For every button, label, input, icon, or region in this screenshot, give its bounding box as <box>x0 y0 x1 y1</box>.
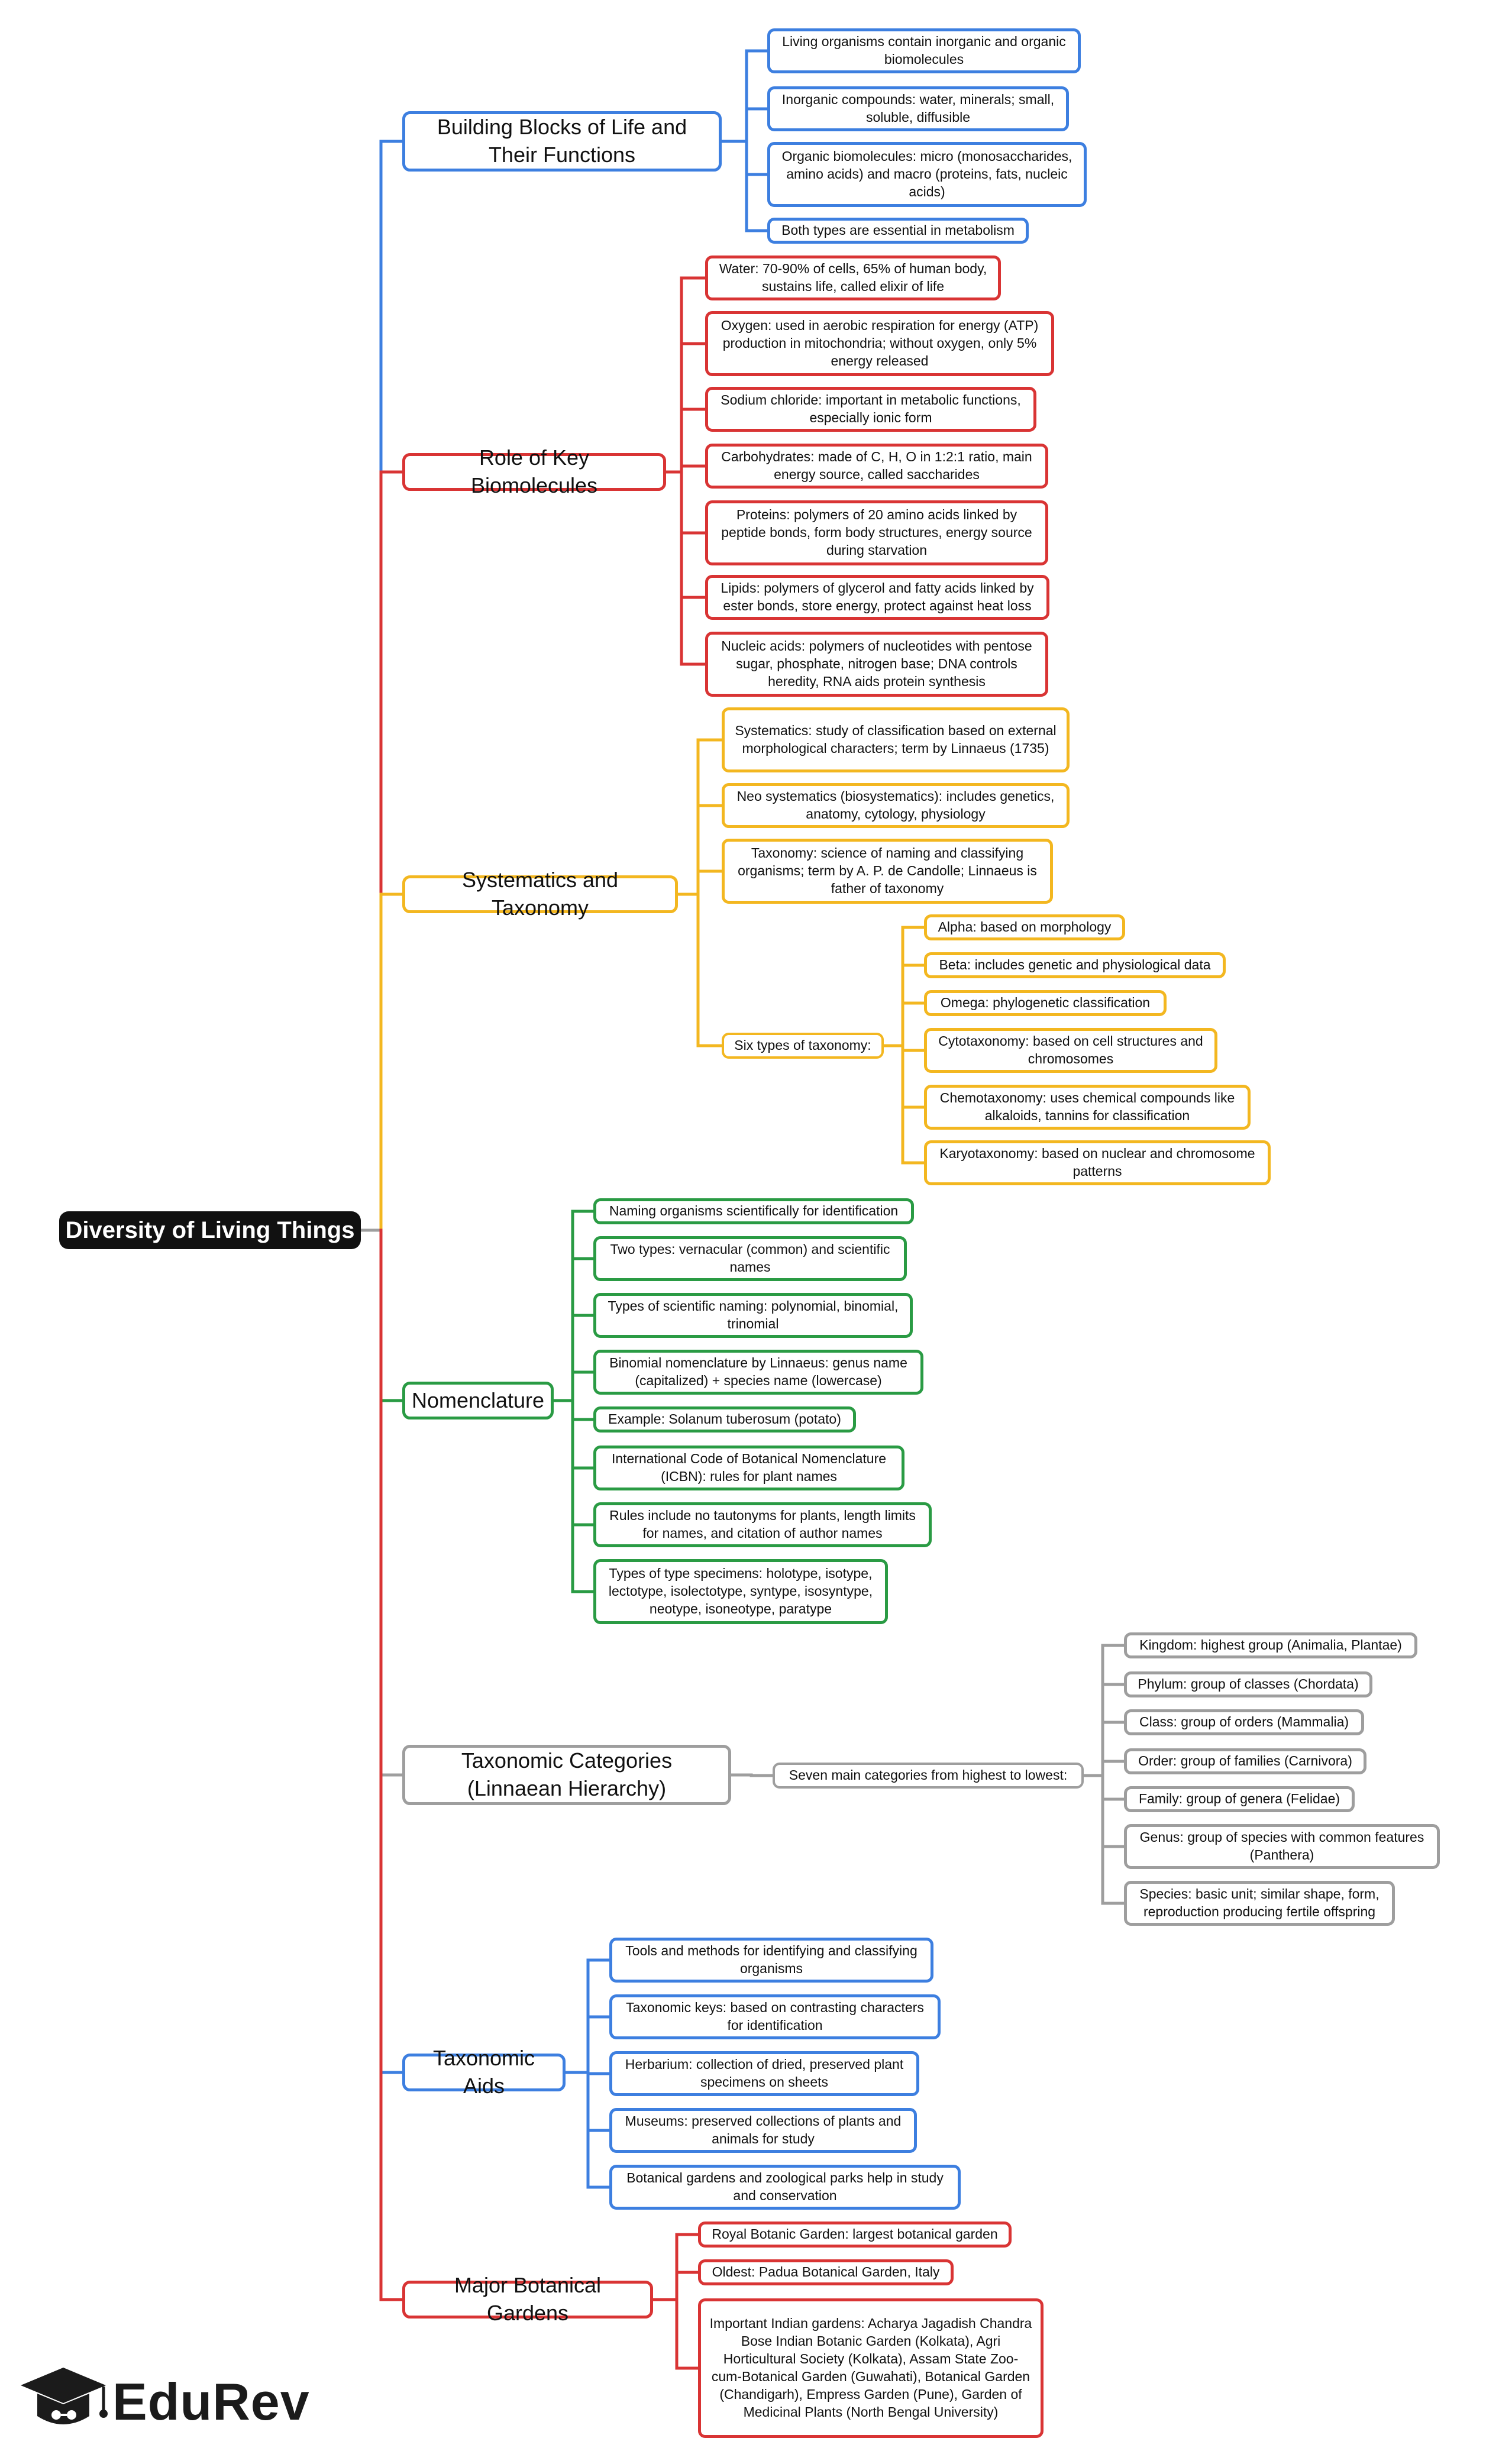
leaf-taxonomy-type-2: Beta: includes genetic and physiological… <box>924 952 1226 978</box>
leaf-nomenclature-7: Rules include no tautonyms for plants, l… <box>593 1502 932 1547</box>
leaf-category-species: Species: basic unit; similar shape, form… <box>1124 1881 1395 1926</box>
leaf-taxonomy-type-6: Karyotaxonomy: based on nuclear and chro… <box>924 1140 1271 1185</box>
leaf-aids-3: Herbarium: collection of dried, preserve… <box>609 2051 919 2096</box>
branch-botanical-gardens: Major Botanical Gardens <box>402 2273 653 2325</box>
leaf-category-phylum: Phylum: group of classes (Chordata) <box>1124 1671 1372 1697</box>
leaf-biomolecules-5: Proteins: polymers of 20 amino acids lin… <box>705 500 1048 565</box>
leaf-taxonomy-type-3: Omega: phylogenetic classification <box>924 990 1167 1016</box>
leaf-systematics-1: Systematics: study of classification bas… <box>722 707 1070 772</box>
leaf-category-kingdom: Kingdom: highest group (Animalia, Planta… <box>1124 1632 1417 1658</box>
leaf-nomenclature-2: Two types: vernacular (common) and scien… <box>593 1236 907 1281</box>
leaf-gardens-1: Royal Botanic Garden: largest botanical … <box>698 2222 1012 2248</box>
branch-systematics: Systematics and Taxonomy <box>402 868 678 920</box>
leaf-taxonomy-type-4: Cytotaxonomy: based on cell structures a… <box>924 1028 1217 1073</box>
leaf-taxonomy-type-5: Chemotaxonomy: uses chemical compounds l… <box>924 1085 1251 1130</box>
leaf-gardens-3: Important Indian gardens: Acharya Jagadi… <box>698 2298 1044 2438</box>
leaf-biomolecules-1: Water: 70-90% of cells, 65% of human bod… <box>705 256 1001 300</box>
leaf-nomenclature-8: Types of type specimens: holotype, isoty… <box>593 1559 888 1624</box>
leaf-category-genus: Genus: group of species with common feat… <box>1124 1824 1440 1869</box>
sub-seven-categories: Seven main categories from highest to lo… <box>773 1763 1084 1789</box>
leaf-systematics-3: Taxonomy: science of naming and classify… <box>722 839 1053 904</box>
leaf-nomenclature-6: International Code of Botanical Nomencla… <box>593 1446 904 1490</box>
leaf-biomolecules-3: Sodium chloride: important in metabolic … <box>705 387 1036 432</box>
root-node: Diversity of Living Things <box>59 1211 361 1249</box>
leaf-aids-4: Museums: preserved collections of plants… <box>609 2108 917 2153</box>
leaf-building-blocks-3: Organic biomolecules: micro (monosacchar… <box>767 142 1087 207</box>
leaf-nomenclature-1: Naming organisms scientifically for iden… <box>593 1198 914 1224</box>
leaf-nomenclature-3: Types of scientific naming: polynomial, … <box>593 1293 913 1338</box>
leaf-nomenclature-5: Example: Solanum tuberosum (potato) <box>593 1406 856 1433</box>
leaf-nomenclature-4: Binomial nomenclature by Linnaeus: genus… <box>593 1350 923 1395</box>
leaf-biomolecules-7: Nucleic acids: polymers of nucleotides w… <box>705 632 1048 697</box>
leaf-gardens-2: Oldest: Padua Botanical Garden, Italy <box>698 2259 954 2285</box>
branch-nomenclature: Nomenclature <box>402 1382 554 1419</box>
sub-six-types-taxonomy: Six types of taxonomy: <box>722 1033 884 1059</box>
branch-taxonomic-categories: Taxonomic Categories (Linnaean Hierarchy… <box>402 1745 731 1805</box>
leaf-aids-2: Taxonomic keys: based on contrasting cha… <box>609 1994 941 2039</box>
leaf-biomolecules-4: Carbohydrates: made of C, H, O in 1:2:1 … <box>705 444 1048 489</box>
leaf-biomolecules-2: Oxygen: used in aerobic respiration for … <box>705 311 1054 376</box>
logo-brand-text: EduRev <box>112 2372 310 2431</box>
graduation-cap-icon <box>21 2368 108 2424</box>
leaf-building-blocks-4: Both types are essential in metabolism <box>767 218 1029 244</box>
leaf-building-blocks-2: Inorganic compounds: water, minerals; sm… <box>767 86 1069 131</box>
branch-taxonomic-aids: Taxonomic Aids <box>402 2046 566 2098</box>
leaf-category-order: Order: group of families (Carnivora) <box>1124 1748 1366 1774</box>
leaf-building-blocks-1: Living organisms contain inorganic and o… <box>767 28 1081 73</box>
branch-building-blocks: Building Blocks of Life and Their Functi… <box>402 111 722 172</box>
branch-key-biomolecules: Role of Key Biomolecules <box>402 445 666 497</box>
leaf-category-family: Family: group of genera (Felidae) <box>1124 1786 1355 1812</box>
leaf-category-class: Class: group of orders (Mammalia) <box>1124 1709 1364 1735</box>
leaf-systematics-2: Neo systematics (biosystematics): includ… <box>722 783 1070 828</box>
leaf-aids-5: Botanical gardens and zoological parks h… <box>609 2165 961 2210</box>
leaf-biomolecules-6: Lipids: polymers of glycerol and fatty a… <box>705 575 1049 620</box>
leaf-aids-1: Tools and methods for identifying and cl… <box>609 1938 933 1983</box>
leaf-taxonomy-type-1: Alpha: based on morphology <box>924 914 1125 940</box>
